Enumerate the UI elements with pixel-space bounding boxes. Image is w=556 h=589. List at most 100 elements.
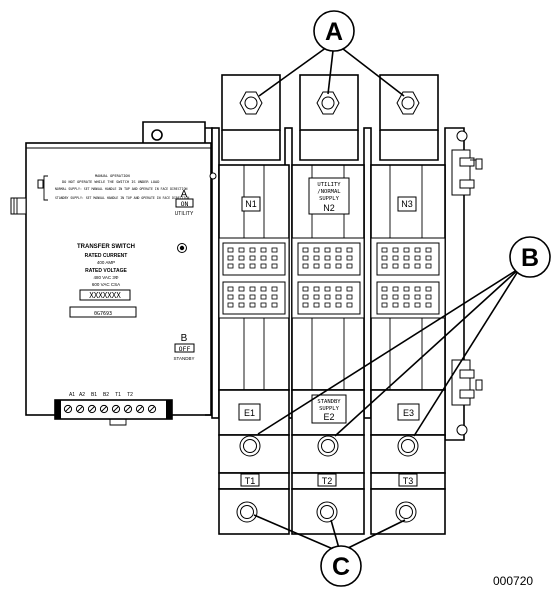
contact-dot — [335, 255, 342, 261]
contact-dot — [260, 302, 267, 308]
contact-dot — [238, 255, 245, 261]
pole-label-n3: N3 — [401, 199, 413, 209]
contact-dot — [381, 286, 388, 292]
contact-dot — [249, 294, 256, 300]
contact-dot — [335, 302, 342, 308]
contact-dot — [324, 263, 331, 269]
terminal-label-a1: A1 — [69, 392, 75, 398]
contact-dot — [392, 286, 399, 292]
nameplate: TRANSFER SWITCH RATED CURRENT 400 AMP RA… — [69, 244, 137, 318]
contact-dot — [238, 286, 245, 292]
contact-dot — [403, 294, 410, 300]
contact-dot — [346, 302, 353, 308]
contact-dot — [425, 302, 432, 308]
warning-line-3: STANDBY SUPPLY: SET MANUAL HANDLE IN TOP… — [55, 196, 189, 200]
contact-dot — [249, 286, 256, 292]
pole-label-e2-line-3: E2 — [323, 412, 334, 422]
terminal-block: A1 A2 B1 B2 T1 T2 — [54, 392, 173, 426]
contact-dot — [403, 255, 410, 261]
position-a-name: UTILITY — [175, 211, 194, 217]
manual-operation-title: MANUAL OPERATION — [95, 174, 130, 178]
contact-dot — [414, 294, 421, 300]
terminal-label-b2: B2 — [103, 392, 109, 398]
contact-dot — [313, 247, 320, 253]
contact-dot — [403, 302, 410, 308]
contact-dot — [302, 263, 309, 269]
contact-dot — [238, 247, 245, 253]
contact-dot — [414, 263, 421, 269]
contact-dot — [335, 247, 342, 253]
contact-dot — [324, 294, 331, 300]
position-a-letter: A — [181, 189, 188, 200]
contact-dot — [414, 255, 421, 261]
contact-dot — [425, 263, 432, 269]
contact-dot — [260, 263, 267, 269]
contact-dot — [324, 247, 331, 253]
contact-dot — [302, 302, 309, 308]
contact-dot — [302, 255, 309, 261]
contact-dot — [313, 302, 320, 308]
terminal-screws — [63, 404, 157, 414]
pole-label-t2: T2 — [322, 476, 333, 486]
contact-dot — [392, 302, 399, 308]
terminal-label-b1: B1 — [91, 392, 97, 398]
contact-dot — [249, 247, 256, 253]
contact-dot — [227, 263, 234, 269]
contact-dot — [414, 247, 421, 253]
contact-dot — [227, 302, 234, 308]
contact-dot — [425, 247, 432, 253]
contact-dot — [381, 302, 388, 308]
contact-dot — [425, 255, 432, 261]
pole-label-n2-line-2: /NORMAL — [317, 189, 341, 195]
rated-voltage-value: 480 VAC 3Φ — [93, 275, 118, 280]
contact-dot — [260, 255, 267, 261]
contact-dot — [324, 255, 331, 261]
contact-dot — [414, 286, 421, 292]
contact-dot — [381, 247, 388, 253]
position-b-name: STANDBY — [174, 356, 195, 361]
rated-current-value: 400 AMP — [97, 260, 115, 265]
contact-dot — [271, 294, 278, 300]
contact-dot — [381, 294, 388, 300]
contact-dot — [335, 286, 342, 292]
contact-dot — [302, 247, 309, 253]
contact-dot — [271, 247, 278, 253]
position-b-state: OFF — [179, 345, 191, 353]
callout-b: B — [257, 236, 551, 437]
contact-dot — [238, 302, 245, 308]
contact-dot — [425, 286, 432, 292]
panel-screw — [177, 243, 187, 253]
contact-dot — [271, 302, 278, 308]
contact-dot — [313, 294, 320, 300]
position-b-indicator: B OFF STANDBY — [174, 333, 195, 361]
terminal-label-t2: T2 — [127, 392, 133, 398]
rated-current-label: RATED CURRENT — [85, 253, 128, 259]
contact-dot — [313, 263, 320, 269]
contact-dot — [335, 263, 342, 269]
pole-label-n2-line-4: N2 — [323, 203, 335, 213]
position-a-indicator: A ON UTILITY — [175, 189, 194, 217]
pole-label-e2-line-1: STANDBY — [317, 399, 341, 405]
right-mounting-bracket — [444, 127, 483, 441]
contact-dot — [271, 286, 278, 292]
manual-operation-warning: MANUAL OPERATION DO NOT OPERATE WHILE TH… — [37, 174, 189, 201]
contact-dot — [302, 294, 309, 300]
contact-dot — [392, 294, 399, 300]
terminal-label-a2: A2 — [79, 392, 85, 398]
position-b-letter: B — [181, 333, 188, 344]
contact-dot — [227, 255, 234, 261]
contact-dot — [392, 255, 399, 261]
contact-dot — [238, 294, 245, 300]
contact-dot — [392, 247, 399, 253]
contact-dot — [381, 263, 388, 269]
contact-dot — [313, 255, 320, 261]
contact-dot — [271, 255, 278, 261]
contact-dot — [227, 247, 234, 253]
contact-dot — [425, 294, 432, 300]
contact-dot — [403, 247, 410, 253]
callout-c-letter: C — [332, 553, 350, 581]
contact-dot — [335, 294, 342, 300]
pole-label-n1: N1 — [245, 199, 257, 209]
rated-voltage-alt: 600 VAC CSA — [92, 282, 120, 287]
